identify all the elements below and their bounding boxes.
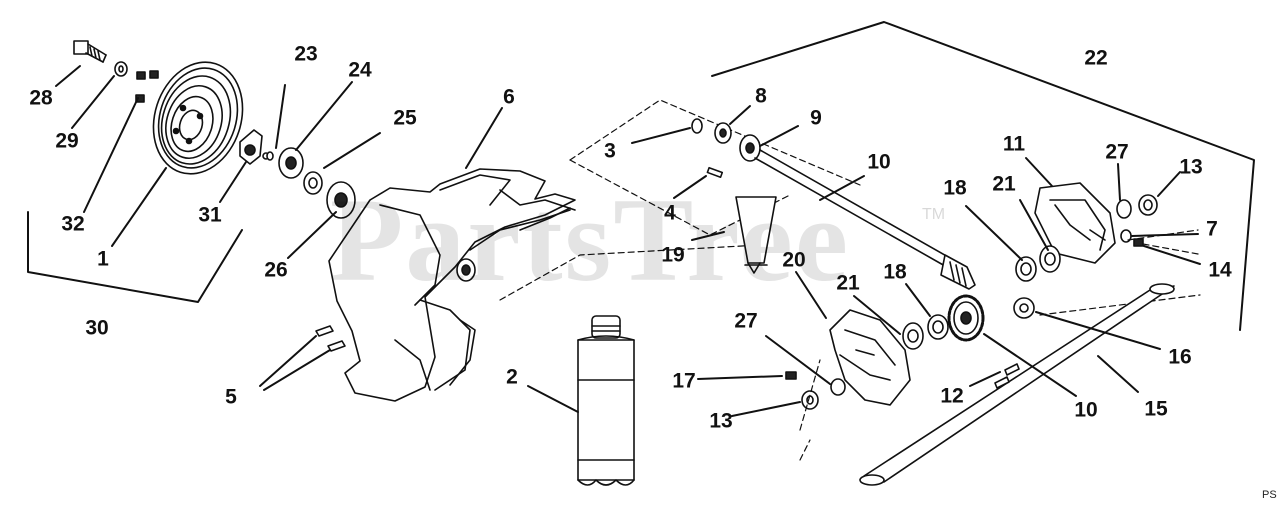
lubricant-bottle-2 — [577, 315, 635, 486]
gearbox-half-20 — [829, 309, 911, 406]
auger-shaft-15 — [859, 283, 1175, 486]
pins-5 — [315, 325, 346, 352]
watermark: PartsTree — [330, 173, 850, 306]
callout-4: 4 — [664, 201, 676, 225]
callout-21-lower: 21 — [836, 271, 860, 295]
callout-5: 5 — [225, 385, 237, 409]
leader-lines — [27, 21, 1255, 417]
callout-32: 32 — [61, 212, 85, 236]
callout-20: 20 — [782, 248, 806, 272]
callout-16: 16 — [1168, 345, 1192, 369]
callout-11: 11 — [1002, 132, 1026, 156]
washer-29 — [114, 61, 128, 77]
flange-26 — [326, 181, 356, 219]
callout-25: 25 — [393, 106, 417, 130]
callout-10-lower: 10 — [1074, 398, 1098, 422]
callout-22: 22 — [1084, 46, 1108, 70]
bushing-16 — [1013, 297, 1035, 319]
callout-1: 1 — [97, 247, 109, 271]
callout-26: 26 — [264, 258, 288, 282]
callout-17: 17 — [672, 369, 696, 393]
callout-24: 24 — [348, 58, 372, 82]
pulley-1 — [152, 61, 244, 175]
callout-7: 7 — [1206, 217, 1218, 241]
hub-31 — [239, 129, 270, 165]
callout-27-upper: 27 — [1105, 140, 1129, 164]
auger-housing-6 — [328, 168, 576, 402]
grease-cone-19 — [735, 196, 777, 274]
callout-23: 23 — [294, 42, 318, 66]
callout-27-lower: 27 — [734, 309, 758, 333]
callout-18-upper: 18 — [943, 176, 967, 200]
gear-10 — [947, 294, 985, 342]
callout-8: 8 — [755, 84, 767, 108]
callout-29: 29 — [55, 129, 79, 153]
callout-13-upper: 13 — [1179, 155, 1203, 179]
callout-9: 9 — [810, 106, 822, 130]
callout-18-lower: 18 — [883, 260, 907, 284]
dashed-outline-left — [499, 99, 861, 301]
flange-24 — [278, 147, 304, 179]
callout-31: 31 — [198, 203, 222, 227]
collar-9 — [739, 134, 761, 162]
gearbox-half-11 — [1034, 182, 1116, 264]
callout-3: 3 — [604, 139, 616, 163]
callout-15: 15 — [1144, 397, 1168, 421]
trademark-mark: TM — [922, 206, 946, 223]
screws-32 — [135, 70, 159, 103]
bearing-25 — [303, 171, 323, 195]
callout-12: 12 — [940, 384, 964, 408]
callout-28: 28 — [29, 86, 53, 110]
callout-21-upper: 21 — [992, 172, 1016, 196]
callout-14: 14 — [1208, 258, 1232, 282]
callout-10-upper: 10 — [867, 150, 891, 174]
callout-30: 30 — [85, 316, 109, 340]
bolt-28 — [73, 40, 107, 63]
callout-13-lower: 13 — [709, 409, 733, 433]
worm-shaft-10 — [754, 149, 976, 290]
callout-2: 2 — [506, 365, 518, 389]
corner-code: PS — [1262, 489, 1277, 501]
callout-19: 19 — [661, 243, 685, 267]
callout-6: 6 — [503, 85, 515, 109]
